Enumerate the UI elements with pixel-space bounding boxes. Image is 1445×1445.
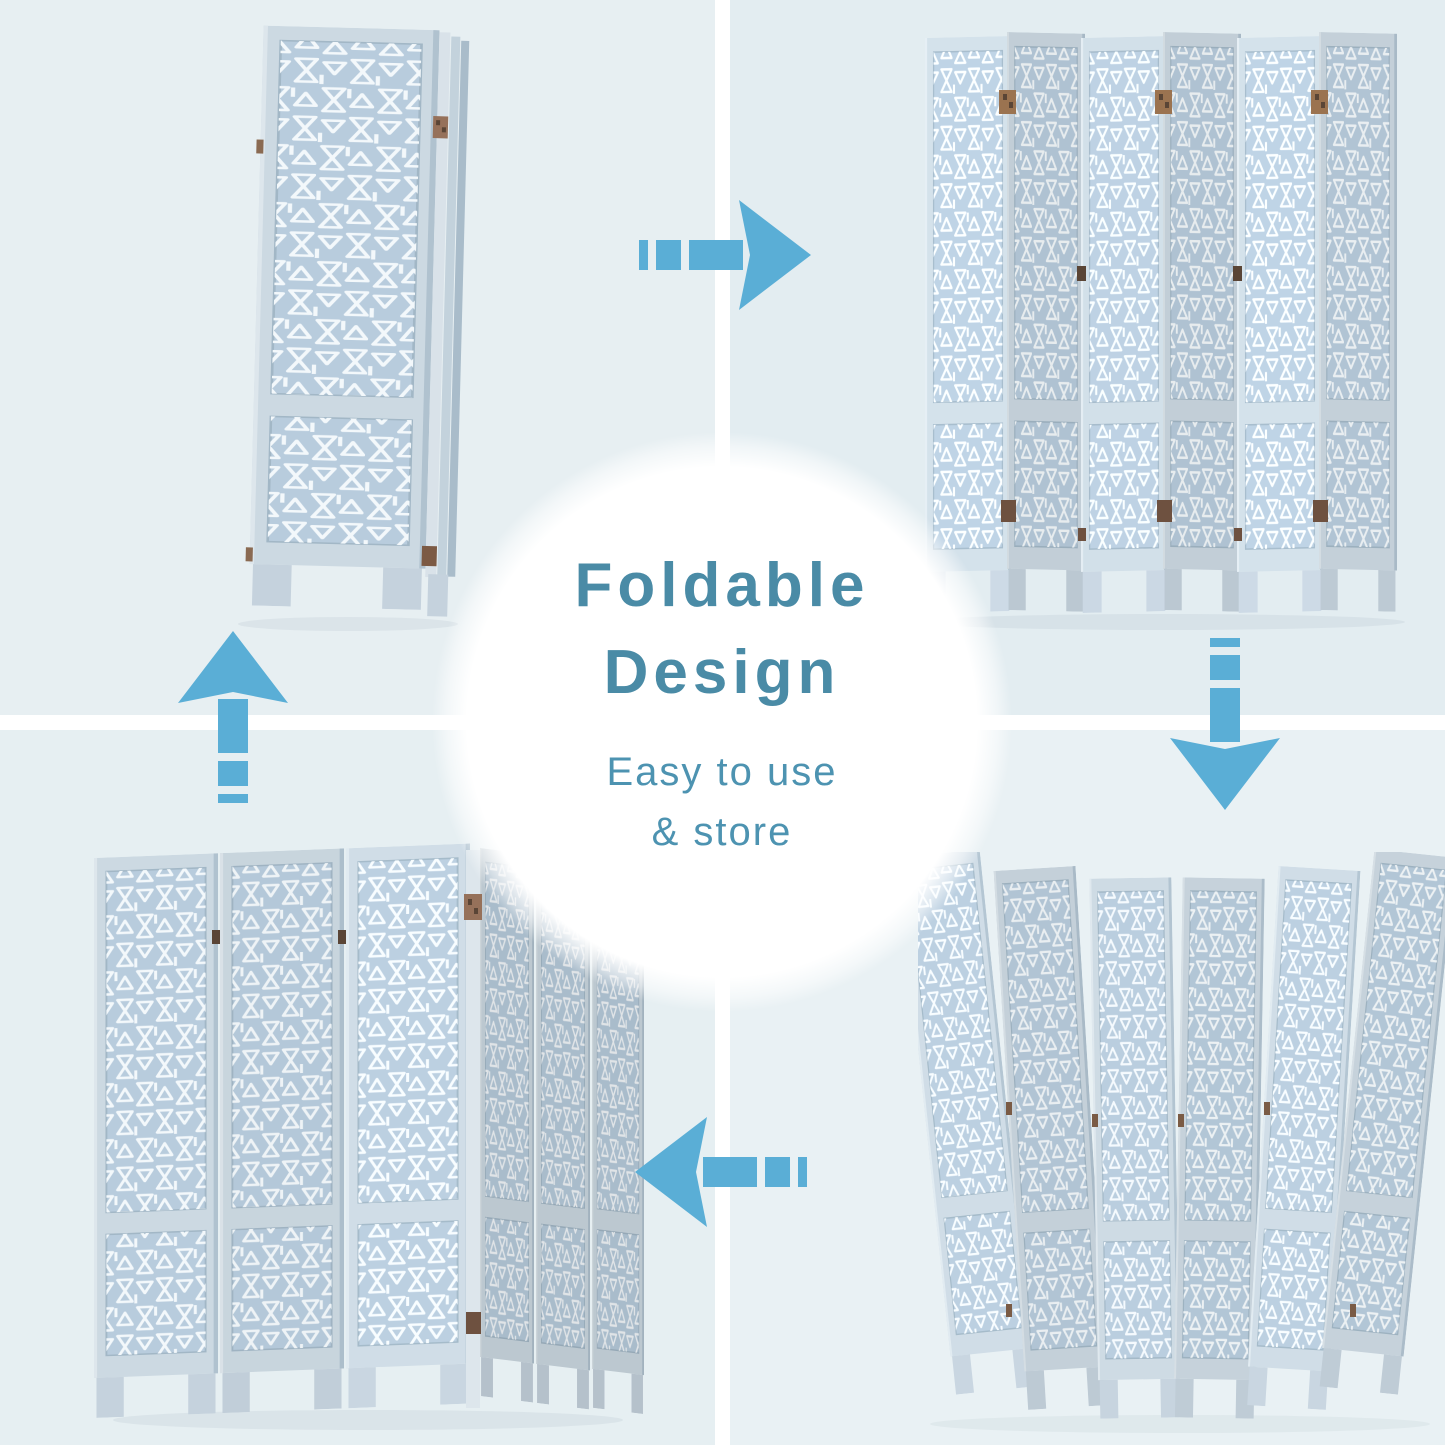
arrow-up-icon: [171, 627, 295, 803]
room-divider-fanned-curve-photo: [918, 852, 1445, 1433]
badge-title: Foldable Design: [575, 542, 870, 716]
badge-subtitle-line1: Easy to use: [606, 750, 838, 794]
room-divider-folded-upright-photo: [238, 25, 470, 631]
center-badge: Foldable Design Easy to use & store: [432, 432, 1012, 1012]
arrow-right-icon: [639, 193, 815, 317]
room-divider-folded-stack-photo: [94, 843, 644, 1430]
badge-subtitle: Easy to use & store: [606, 742, 837, 862]
arrow-down-icon: [1163, 638, 1287, 814]
badge-subtitle-line2: & store: [651, 810, 793, 854]
badge-title-line1: Foldable: [574, 551, 870, 620]
arrow-left-icon: [631, 1110, 807, 1234]
room-divider-open-zigzag-photo: [925, 32, 1405, 630]
badge-title-line2: Design: [603, 638, 841, 707]
